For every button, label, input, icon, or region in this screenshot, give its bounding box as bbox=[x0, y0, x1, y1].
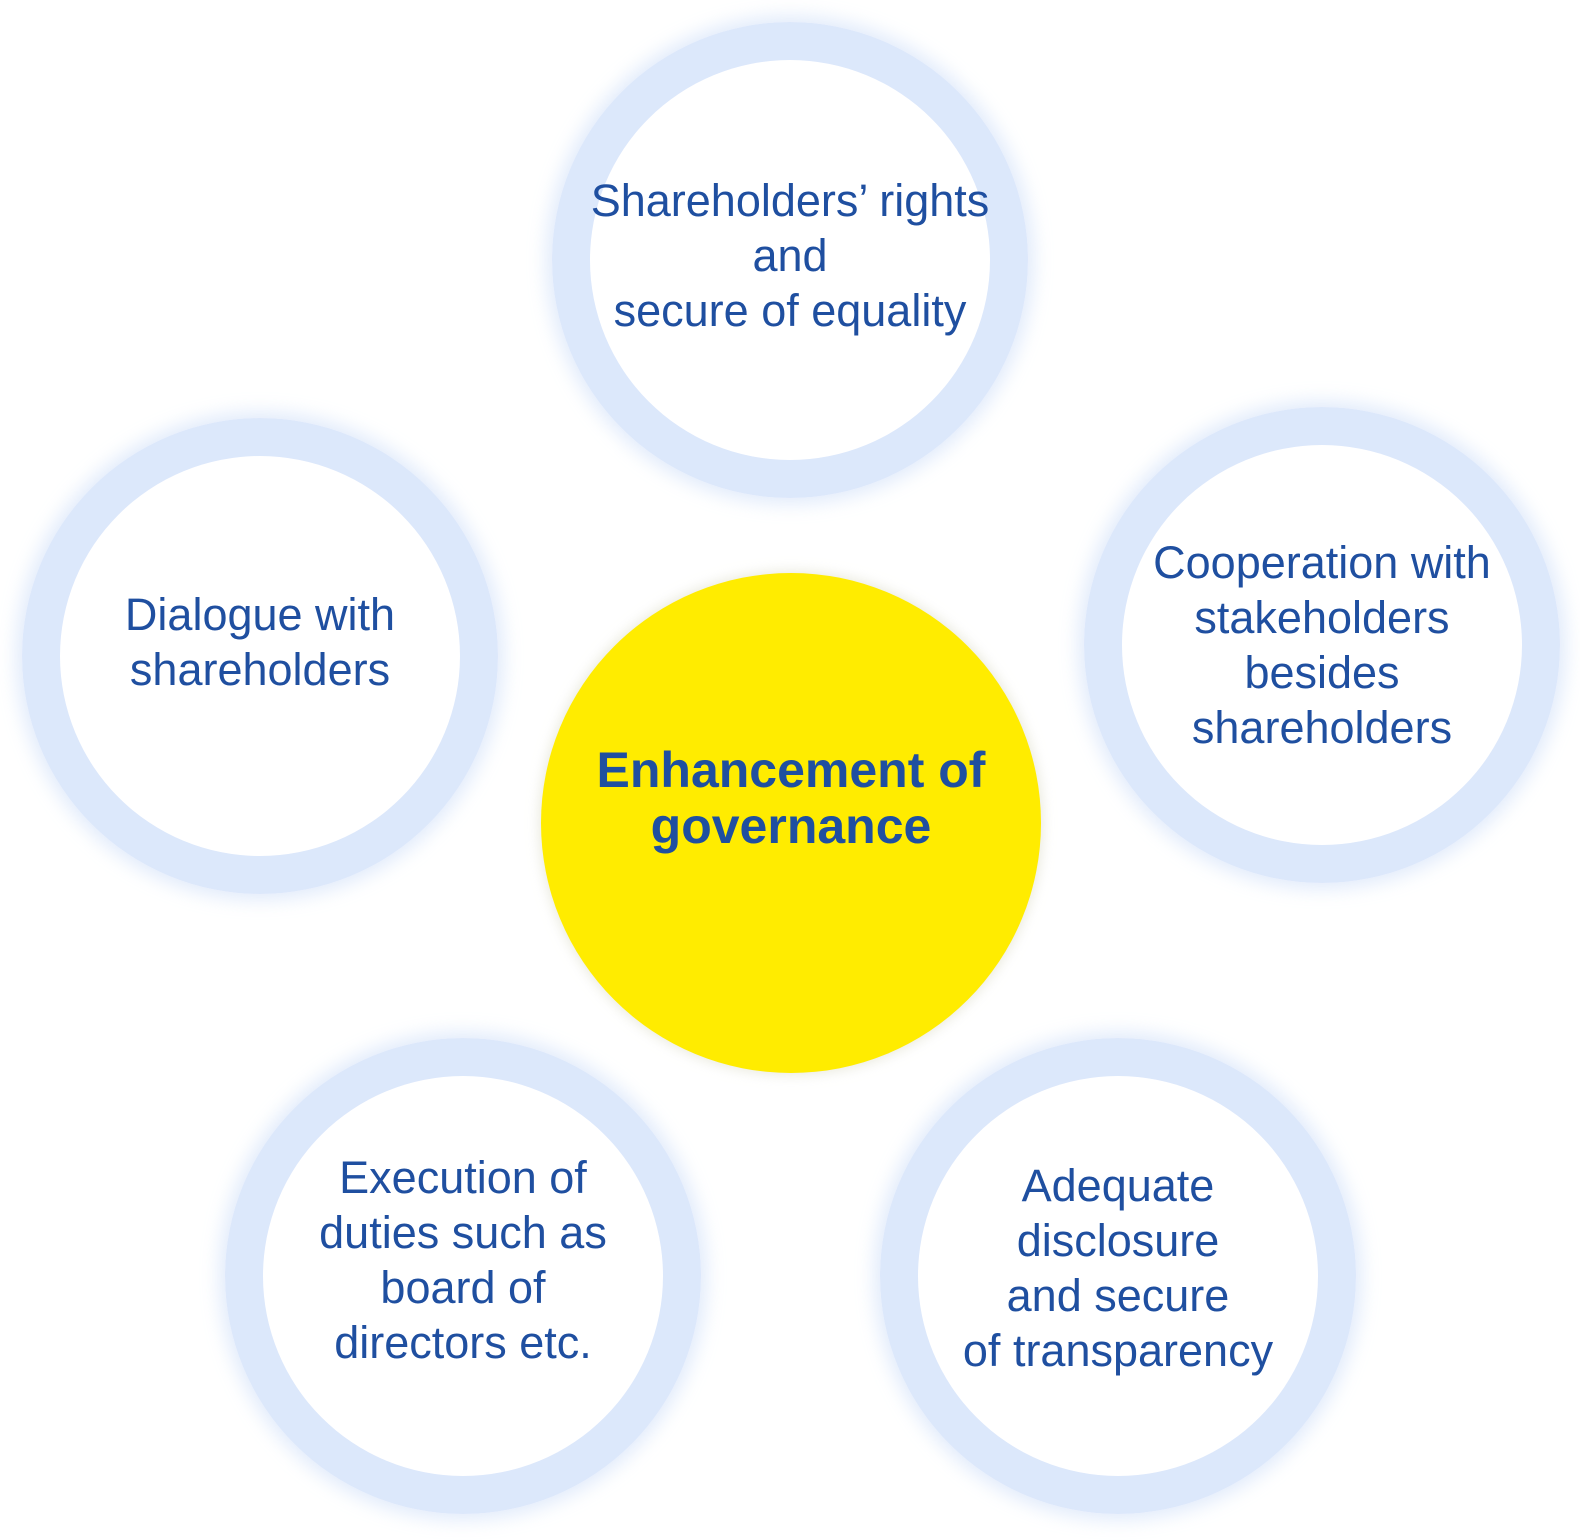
node-bubble: Adequate disclosure and secure of transp… bbox=[918, 1076, 1318, 1476]
node-label: Dialogue with shareholders bbox=[124, 589, 396, 695]
node-bubble: Execution of duties such as board of dir… bbox=[263, 1076, 663, 1476]
node-label: Shareholders’ rights and secure of equal… bbox=[590, 174, 990, 336]
node-dialogue-with-shareholders: Dialogue with shareholders bbox=[22, 418, 498, 894]
node-bubble: Shareholders’ rights and secure of equal… bbox=[590, 60, 990, 460]
center-label: Enhancement of governance bbox=[596, 742, 986, 854]
node-label: Execution of duties such as board of dir… bbox=[319, 1152, 607, 1368]
node-bubble: Cooperation with stakeholders besides sh… bbox=[1122, 445, 1522, 845]
node-label: Cooperation with stakeholders besides sh… bbox=[1153, 537, 1491, 753]
center-node-governance: Enhancement of governance bbox=[541, 573, 1041, 1073]
node-cooperation-with-stakeholders: Cooperation with stakeholders besides sh… bbox=[1084, 407, 1560, 883]
node-shareholders-rights: Shareholders’ rights and secure of equal… bbox=[552, 22, 1028, 498]
node-adequate-disclosure: Adequate disclosure and secure of transp… bbox=[880, 1038, 1356, 1514]
node-bubble: Dialogue with shareholders bbox=[60, 456, 460, 856]
node-execution-of-duties: Execution of duties such as board of dir… bbox=[225, 1038, 701, 1514]
node-label: Adequate disclosure and secure of transp… bbox=[962, 1160, 1274, 1376]
